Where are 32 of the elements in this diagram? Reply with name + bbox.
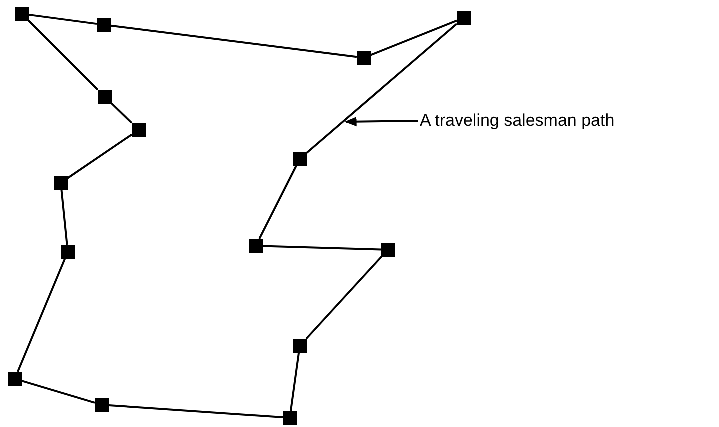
leader-arrow (344, 117, 418, 127)
path-segment (290, 352, 300, 412)
square-marker (381, 243, 395, 257)
path-segment (28, 14, 98, 26)
path-segment (17, 258, 66, 372)
path-segment (306, 256, 382, 340)
square-marker (283, 411, 297, 425)
square-marker (457, 11, 471, 25)
annotation-text: A traveling salesman path (420, 111, 615, 131)
square-marker (132, 123, 146, 137)
square-marker (8, 372, 22, 386)
square-marker (95, 398, 109, 412)
square-marker (249, 239, 263, 253)
path-segment (28, 20, 99, 91)
path-segment (110, 24, 358, 58)
path-segment (22, 380, 96, 404)
square-marker (61, 245, 75, 259)
path-segment (262, 245, 382, 251)
path-segment (111, 103, 133, 124)
square-marker (98, 90, 112, 104)
path-segment (370, 20, 458, 56)
square-marker (97, 18, 111, 32)
path-segment (60, 190, 68, 246)
square-marker (357, 51, 371, 65)
square-marker (293, 339, 307, 353)
path-segment (306, 23, 458, 154)
path-segment (108, 404, 284, 419)
square-marker (15, 7, 29, 21)
path-segment (67, 134, 133, 180)
square-marker (54, 176, 68, 190)
path-segment (258, 166, 298, 240)
square-marker (293, 152, 307, 166)
